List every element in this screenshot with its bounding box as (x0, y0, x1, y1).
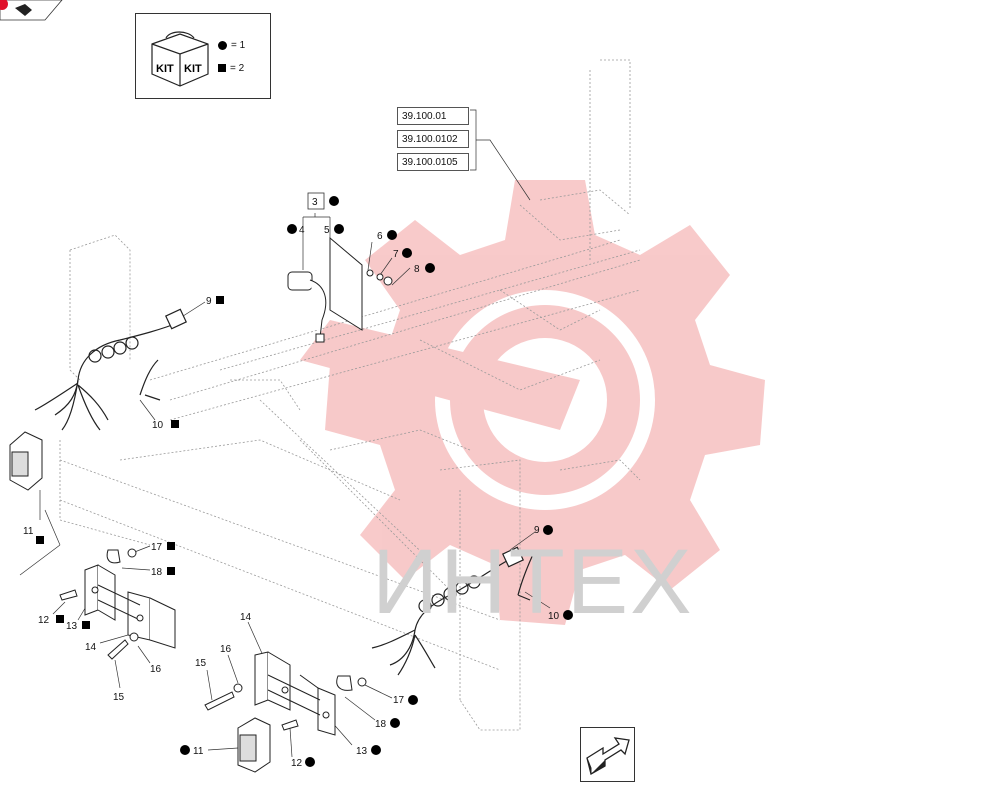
callout-13-right: 13 (356, 746, 368, 757)
callout-11-left: 11 (23, 526, 34, 537)
callout-18-right: 18 (375, 719, 387, 730)
callout-9-right: 9 (534, 525, 540, 536)
callout-16-left: 16 (150, 664, 162, 675)
square-marker-icon (218, 64, 226, 73)
control-module-bracket (287, 236, 393, 343)
watermark-text: ИНТЕХ (372, 531, 694, 633)
legend-dot-text: = 1 (231, 40, 246, 51)
callout-14-left: 14 (85, 642, 97, 653)
callout-5: 5 (324, 225, 330, 236)
bracket-assembly-right (204, 651, 367, 736)
callout-14-right: 14 (240, 612, 252, 623)
reference-link-2[interactable]: 39.100.0102 (397, 130, 469, 148)
callout-10-right: 10 (548, 611, 560, 622)
next-page-button[interactable] (580, 727, 635, 782)
callout-12-right: 12 (291, 758, 303, 769)
callout-15-right: 15 (195, 658, 207, 669)
callout-17-right: 17 (393, 695, 405, 706)
callout-16-right: 16 (220, 644, 232, 655)
next-page-arrow-icon (586, 737, 630, 775)
kit-legend: KIT KIT = 1 = 2 (135, 13, 271, 99)
reference-link-3[interactable]: 39.100.0105 (397, 153, 469, 171)
kit-word-left: KIT (156, 63, 174, 75)
lamp-bottom (237, 717, 271, 773)
legend-square-row: = 2 (218, 63, 244, 74)
legend-dot-row: = 1 (218, 40, 245, 51)
watermark-gear-icon (300, 180, 765, 625)
callout-4: 4 (299, 225, 305, 236)
legend-square-text: = 2 (230, 63, 245, 74)
callout-9-left: 9 (206, 296, 212, 307)
bracket-assembly-left (59, 548, 176, 660)
callout-3: 3 (312, 197, 318, 208)
callout-8: 8 (414, 264, 420, 275)
page-tab-icon[interactable] (0, 0, 63, 21)
callout-18-left: 18 (151, 567, 163, 578)
reference-link-1[interactable]: 39.100.01 (397, 107, 469, 125)
callout-markers (36, 196, 573, 767)
kit-word-right: KIT (184, 63, 202, 75)
callout-7: 7 (393, 249, 399, 260)
wire-harness-right (371, 546, 536, 676)
callout-6: 6 (377, 231, 383, 242)
callout-13-left: 13 (66, 621, 78, 632)
callout-17-left: 17 (151, 542, 163, 553)
callout-12-left: 12 (38, 615, 50, 626)
callout-11-right: 11 (193, 746, 204, 757)
dot-marker-icon (218, 40, 227, 50)
leader-lines (19, 109, 551, 758)
kit-box-icon: KIT KIT (151, 31, 209, 87)
machine-frame-outline (59, 59, 641, 731)
lamp-left (9, 431, 43, 491)
callout-box-3 (307, 192, 325, 210)
callout-10-left: 10 (152, 420, 164, 431)
wire-harness-left (34, 308, 188, 431)
callout-15-left: 15 (113, 692, 125, 703)
